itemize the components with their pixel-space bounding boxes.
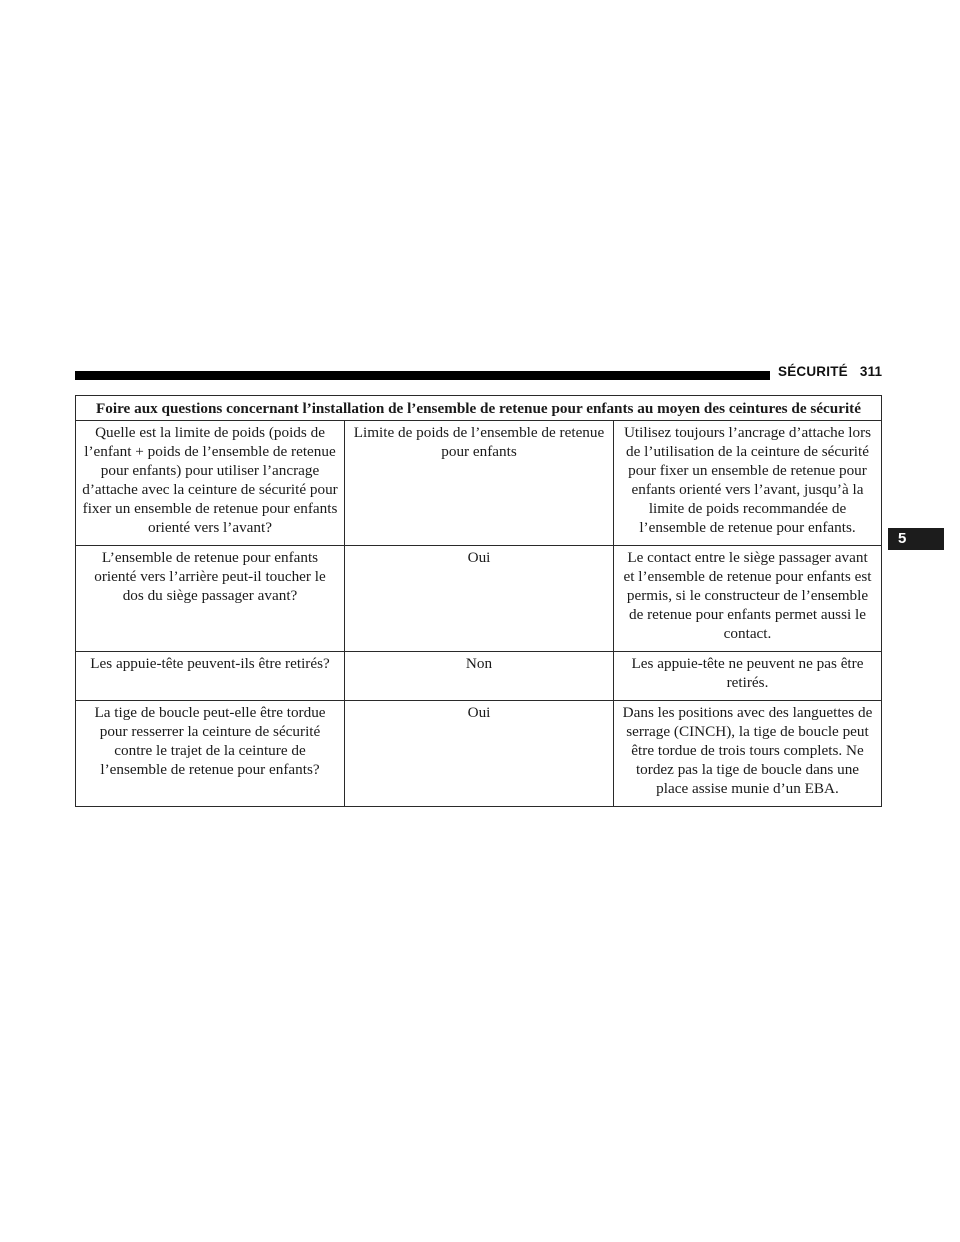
header-rule xyxy=(75,371,770,380)
detail-cell: Dans les positions avec des languettes d… xyxy=(613,700,882,807)
question-cell: Quelle est la limite de poids (poids de … xyxy=(75,420,345,546)
question-cell: Les appuie-tête peuvent-ils être retirés… xyxy=(75,651,345,701)
detail-cell: Le contact entre le siège passager avant… xyxy=(613,545,882,652)
table-title-row: Foire aux questions concernant l’install… xyxy=(75,395,882,421)
chapter-tab: 5 xyxy=(888,528,944,550)
faq-table: Foire aux questions concernant l’install… xyxy=(75,395,882,807)
detail-cell: Les appuie-tête ne peuvent ne pas être r… xyxy=(613,651,882,701)
table-row: Quelle est la limite de poids (poids de … xyxy=(75,420,882,546)
answer-cell: Oui xyxy=(344,700,614,807)
answer-cell: Oui xyxy=(344,545,614,652)
answer-cell: Non xyxy=(344,651,614,701)
answer-cell: Limite de poids de l’ensemble de retenue… xyxy=(344,420,614,546)
page-number: 311 xyxy=(859,364,883,379)
table-row: L’ensemble de retenue pour enfants orien… xyxy=(75,545,882,652)
detail-cell: Utilisez toujours l’ancrage d’attache lo… xyxy=(613,420,882,546)
section-title: SÉCURITÉ xyxy=(778,364,848,379)
table-title: Foire aux questions concernant l’install… xyxy=(75,395,882,421)
table-row: Les appuie-tête peuvent-ils être retirés… xyxy=(75,651,882,701)
question-cell: La tige de boucle peut-elle être tordue … xyxy=(75,700,345,807)
running-header: SÉCURITÉ 311 xyxy=(778,364,882,379)
table-row: La tige de boucle peut-elle être tordue … xyxy=(75,700,882,807)
question-cell: L’ensemble de retenue pour enfants orien… xyxy=(75,545,345,652)
